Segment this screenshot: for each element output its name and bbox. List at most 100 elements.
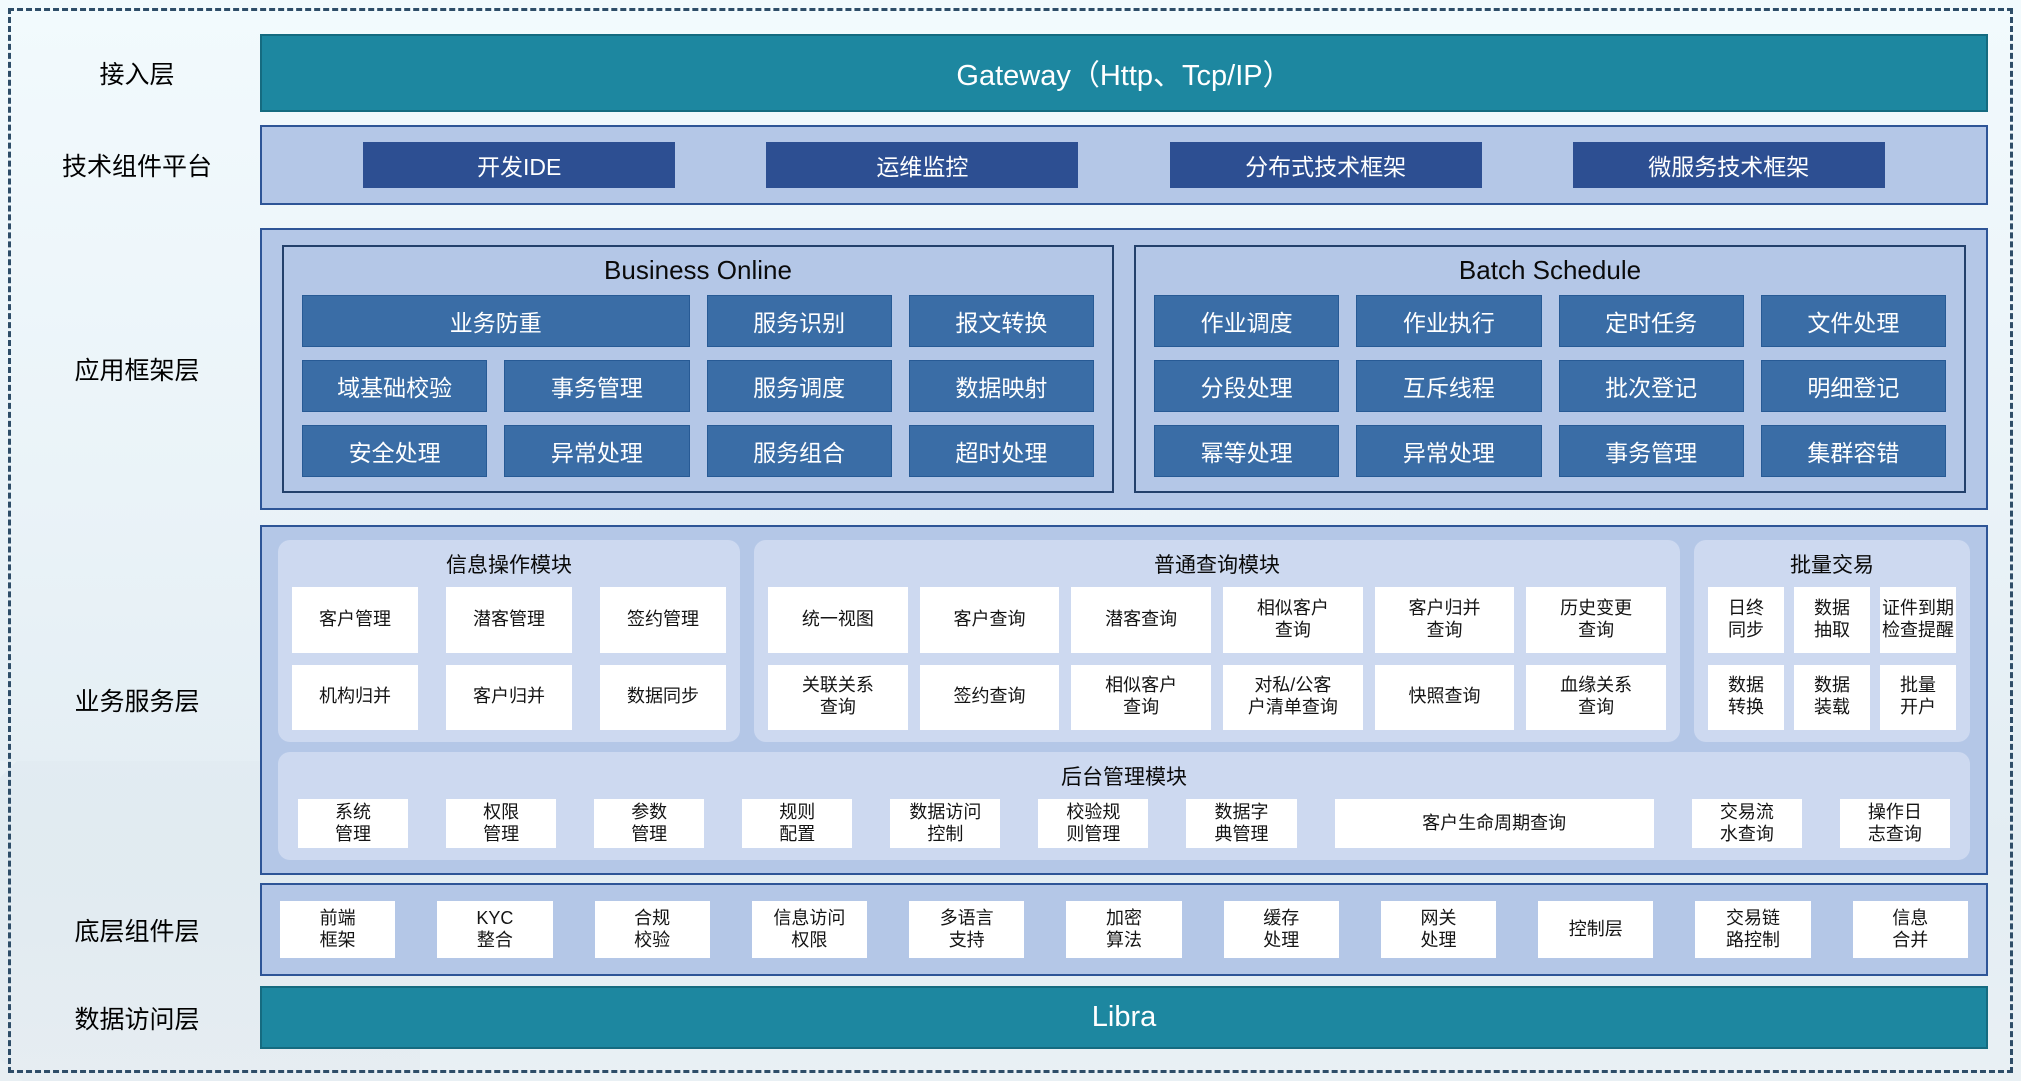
- common-query-title: 普通查询模块: [1154, 554, 1280, 577]
- batch-trade-chip: 证件到期 检查提醒: [1880, 587, 1956, 653]
- common-query-chip: 快照查询: [1374, 664, 1515, 730]
- batch-schedule-chip: 幂等处理: [1154, 425, 1340, 477]
- admin-chip: 数据访问 控制: [890, 799, 1001, 848]
- business-online-chip: 异常处理: [504, 425, 690, 477]
- batch-schedule-chip: 批次登记: [1558, 360, 1744, 412]
- common-query-module: 普通查询模块 统一视图客户查询潜客查询相似客户 查询客户归并 查询历史变更 查询…: [754, 540, 1680, 742]
- app-framework-panel: Business Online 业务防重服务识别报文转换域基础校验事务管理服务调…: [260, 228, 1988, 510]
- common-query-chip: 客户归并 查询: [1374, 587, 1515, 653]
- business-service-row: 业务服务层 信息操作模块 客户管理潜客管理签约管理机构归并客户归并数据同步 普通…: [14, 525, 1988, 875]
- batch-schedule-title: Batch Schedule: [1458, 255, 1642, 285]
- business-online-chip: 业务防重: [302, 295, 690, 347]
- libra-bar: Libra: [260, 986, 1988, 1049]
- admin-chip: 权限 管理: [446, 799, 557, 848]
- business-online-grid: 业务防重服务识别报文转换域基础校验事务管理服务调度数据映射安全处理异常处理服务组…: [302, 295, 1094, 477]
- base-component-chip: 交易链 路控制: [1695, 901, 1811, 958]
- business-service-panel: 信息操作模块 客户管理潜客管理签约管理机构归并客户归并数据同步 普通查询模块 统…: [260, 525, 1988, 875]
- batch-schedule-box: Batch Schedule 作业调度作业执行定时任务文件处理分段处理互斥线程批…: [1134, 245, 1966, 493]
- common-query-chip: 相似客户 查询: [1071, 664, 1211, 730]
- batch-schedule-chip: 定时任务: [1558, 295, 1744, 347]
- tech-platform-button: 运维监控: [766, 142, 1079, 188]
- batch-schedule-chip: 互斥线程: [1356, 360, 1542, 412]
- common-query-chip: 历史变更 查询: [1526, 587, 1666, 653]
- business-online-chip: 报文转换: [908, 295, 1094, 347]
- base-component-chip: 网关 处理: [1380, 901, 1497, 958]
- base-component-chip: 信息 合并: [1852, 901, 1968, 958]
- batch-trade-chip: 数据 装载: [1794, 664, 1870, 730]
- admin-chip: 数据字 典管理: [1186, 799, 1297, 848]
- info-ops-chip: 潜客管理: [446, 587, 572, 653]
- common-query-chip: 对私/公客 户清单查询: [1223, 664, 1363, 730]
- base-component-chip: 控制层: [1538, 901, 1654, 958]
- business-online-chip: 数据映射: [908, 360, 1094, 412]
- batch-trade-chip: 批量 开户: [1880, 664, 1956, 730]
- info-ops-chip: 签约管理: [600, 587, 726, 653]
- base-component-chip: 合规 校验: [594, 901, 710, 958]
- batch-schedule-chip: 异常处理: [1356, 425, 1542, 477]
- gateway-bar: Gateway（Http、Tcp/IP）: [260, 34, 1988, 112]
- business-online-title: Business Online: [604, 255, 792, 285]
- info-ops-chip: 客户归并: [446, 664, 572, 730]
- access-layer-row: 接入层 Gateway（Http、Tcp/IP）: [14, 34, 1988, 112]
- common-query-chip: 统一视图: [768, 587, 908, 653]
- admin-chip: 校验规 则管理: [1038, 799, 1149, 848]
- batch-schedule-chip: 作业调度: [1154, 295, 1340, 347]
- tech-platform-button: 微服务技术框架: [1572, 142, 1885, 188]
- admin-chip: 规则 配置: [742, 799, 853, 848]
- app-framework-row: 应用框架层 Business Online 业务防重服务识别报文转换域基础校验事…: [14, 228, 1988, 510]
- common-query-chip: 签约查询: [919, 664, 1060, 730]
- batch-schedule-chip: 明细登记: [1760, 360, 1946, 412]
- info-ops-module: 信息操作模块 客户管理潜客管理签约管理机构归并客户归并数据同步: [278, 540, 740, 742]
- batch-trade-grid: 日终 同步数据 抽取证件到期 检查提醒数据 转换数据 装载批量 开户: [1708, 587, 1956, 730]
- batch-schedule-chip: 事务管理: [1558, 425, 1744, 477]
- batch-schedule-chip: 分段处理: [1154, 360, 1340, 412]
- batch-trade-chip: 数据 转换: [1708, 664, 1784, 730]
- base-component-chip: 前端 框架: [280, 901, 396, 958]
- admin-chip: 客户生命周期查询: [1334, 799, 1654, 848]
- common-query-grid: 统一视图客户查询潜客查询相似客户 查询客户归并 查询历史变更 查询关联关系 查询…: [768, 587, 1666, 730]
- business-online-box: Business Online 业务防重服务识别报文转换域基础校验事务管理服务调…: [282, 245, 1114, 493]
- layer-label-business-service: 业务服务层: [74, 688, 200, 716]
- data-access-row: 数据访问层 Libra: [14, 986, 1988, 1049]
- info-ops-chip: 机构归并: [292, 664, 418, 730]
- admin-chip-row: 系统 管理权限 管理参数 管理规则 配置数据访问 控制校验规 则管理数据字 典管…: [292, 799, 1956, 848]
- base-component-chip: 加密 算法: [1066, 901, 1182, 958]
- tech-platform-button: 开发IDE: [363, 142, 676, 188]
- info-ops-title: 信息操作模块: [446, 554, 572, 577]
- gateway-title: Gateway（Http、Tcp/IP）: [956, 60, 1292, 92]
- info-ops-chip: 数据同步: [600, 664, 726, 730]
- base-component-chip: 多语言 支持: [909, 901, 1025, 958]
- tech-platform-button: 分布式技术框架: [1169, 142, 1482, 188]
- common-query-chip: 客户查询: [919, 587, 1060, 653]
- base-component-chip: 信息访问 权限: [751, 901, 868, 958]
- admin-chip: 系统 管理: [298, 799, 409, 848]
- business-online-chip: 事务管理: [504, 360, 690, 412]
- base-component-chip: KYC 整合: [437, 901, 553, 958]
- base-components-row: 底层组件层 前端 框架 KYC 整合合规 校验信息访问 权限多语言 支持加密 算法…: [14, 883, 1988, 976]
- common-query-chip: 潜客查询: [1071, 587, 1211, 653]
- layer-label-base-components: 底层组件层: [74, 917, 200, 946]
- admin-title: 后台管理模块: [1061, 766, 1187, 789]
- business-online-chip: 服务调度: [706, 360, 892, 412]
- batch-trade-module: 批量交易 日终 同步数据 抽取证件到期 检查提醒数据 转换数据 装载批量 开户: [1694, 540, 1970, 742]
- layer-label-tech-platform: 技术组件平台: [61, 153, 212, 181]
- layer-label-data-access: 数据访问层: [74, 1005, 200, 1034]
- batch-schedule-chip: 集群容错: [1760, 425, 1946, 477]
- info-ops-grid: 客户管理潜客管理签约管理机构归并客户归并数据同步: [292, 587, 726, 730]
- tech-platform-row: 技术组件平台 开发IDE 运维监控 分布式技术框架 微服务技术框架: [14, 125, 1988, 205]
- batch-schedule-grid: 作业调度作业执行定时任务文件处理分段处理互斥线程批次登记明细登记幂等处理异常处理…: [1154, 295, 1946, 477]
- admin-chip: 交易流 水查询: [1691, 799, 1802, 848]
- business-online-chip: 安全处理: [302, 425, 488, 477]
- batch-trade-chip: 数据 抽取: [1794, 587, 1870, 653]
- info-ops-chip: 客户管理: [292, 587, 418, 653]
- common-query-chip: 关联关系 查询: [768, 664, 908, 730]
- business-online-chip: 域基础校验: [302, 360, 488, 412]
- batch-schedule-chip: 作业执行: [1356, 295, 1542, 347]
- common-query-chip: 相似客户 查询: [1223, 587, 1363, 653]
- common-query-chip: 血缘关系 查询: [1526, 664, 1666, 730]
- batch-trade-title: 批量交易: [1790, 554, 1874, 577]
- libra-title: Libra: [1091, 1001, 1157, 1033]
